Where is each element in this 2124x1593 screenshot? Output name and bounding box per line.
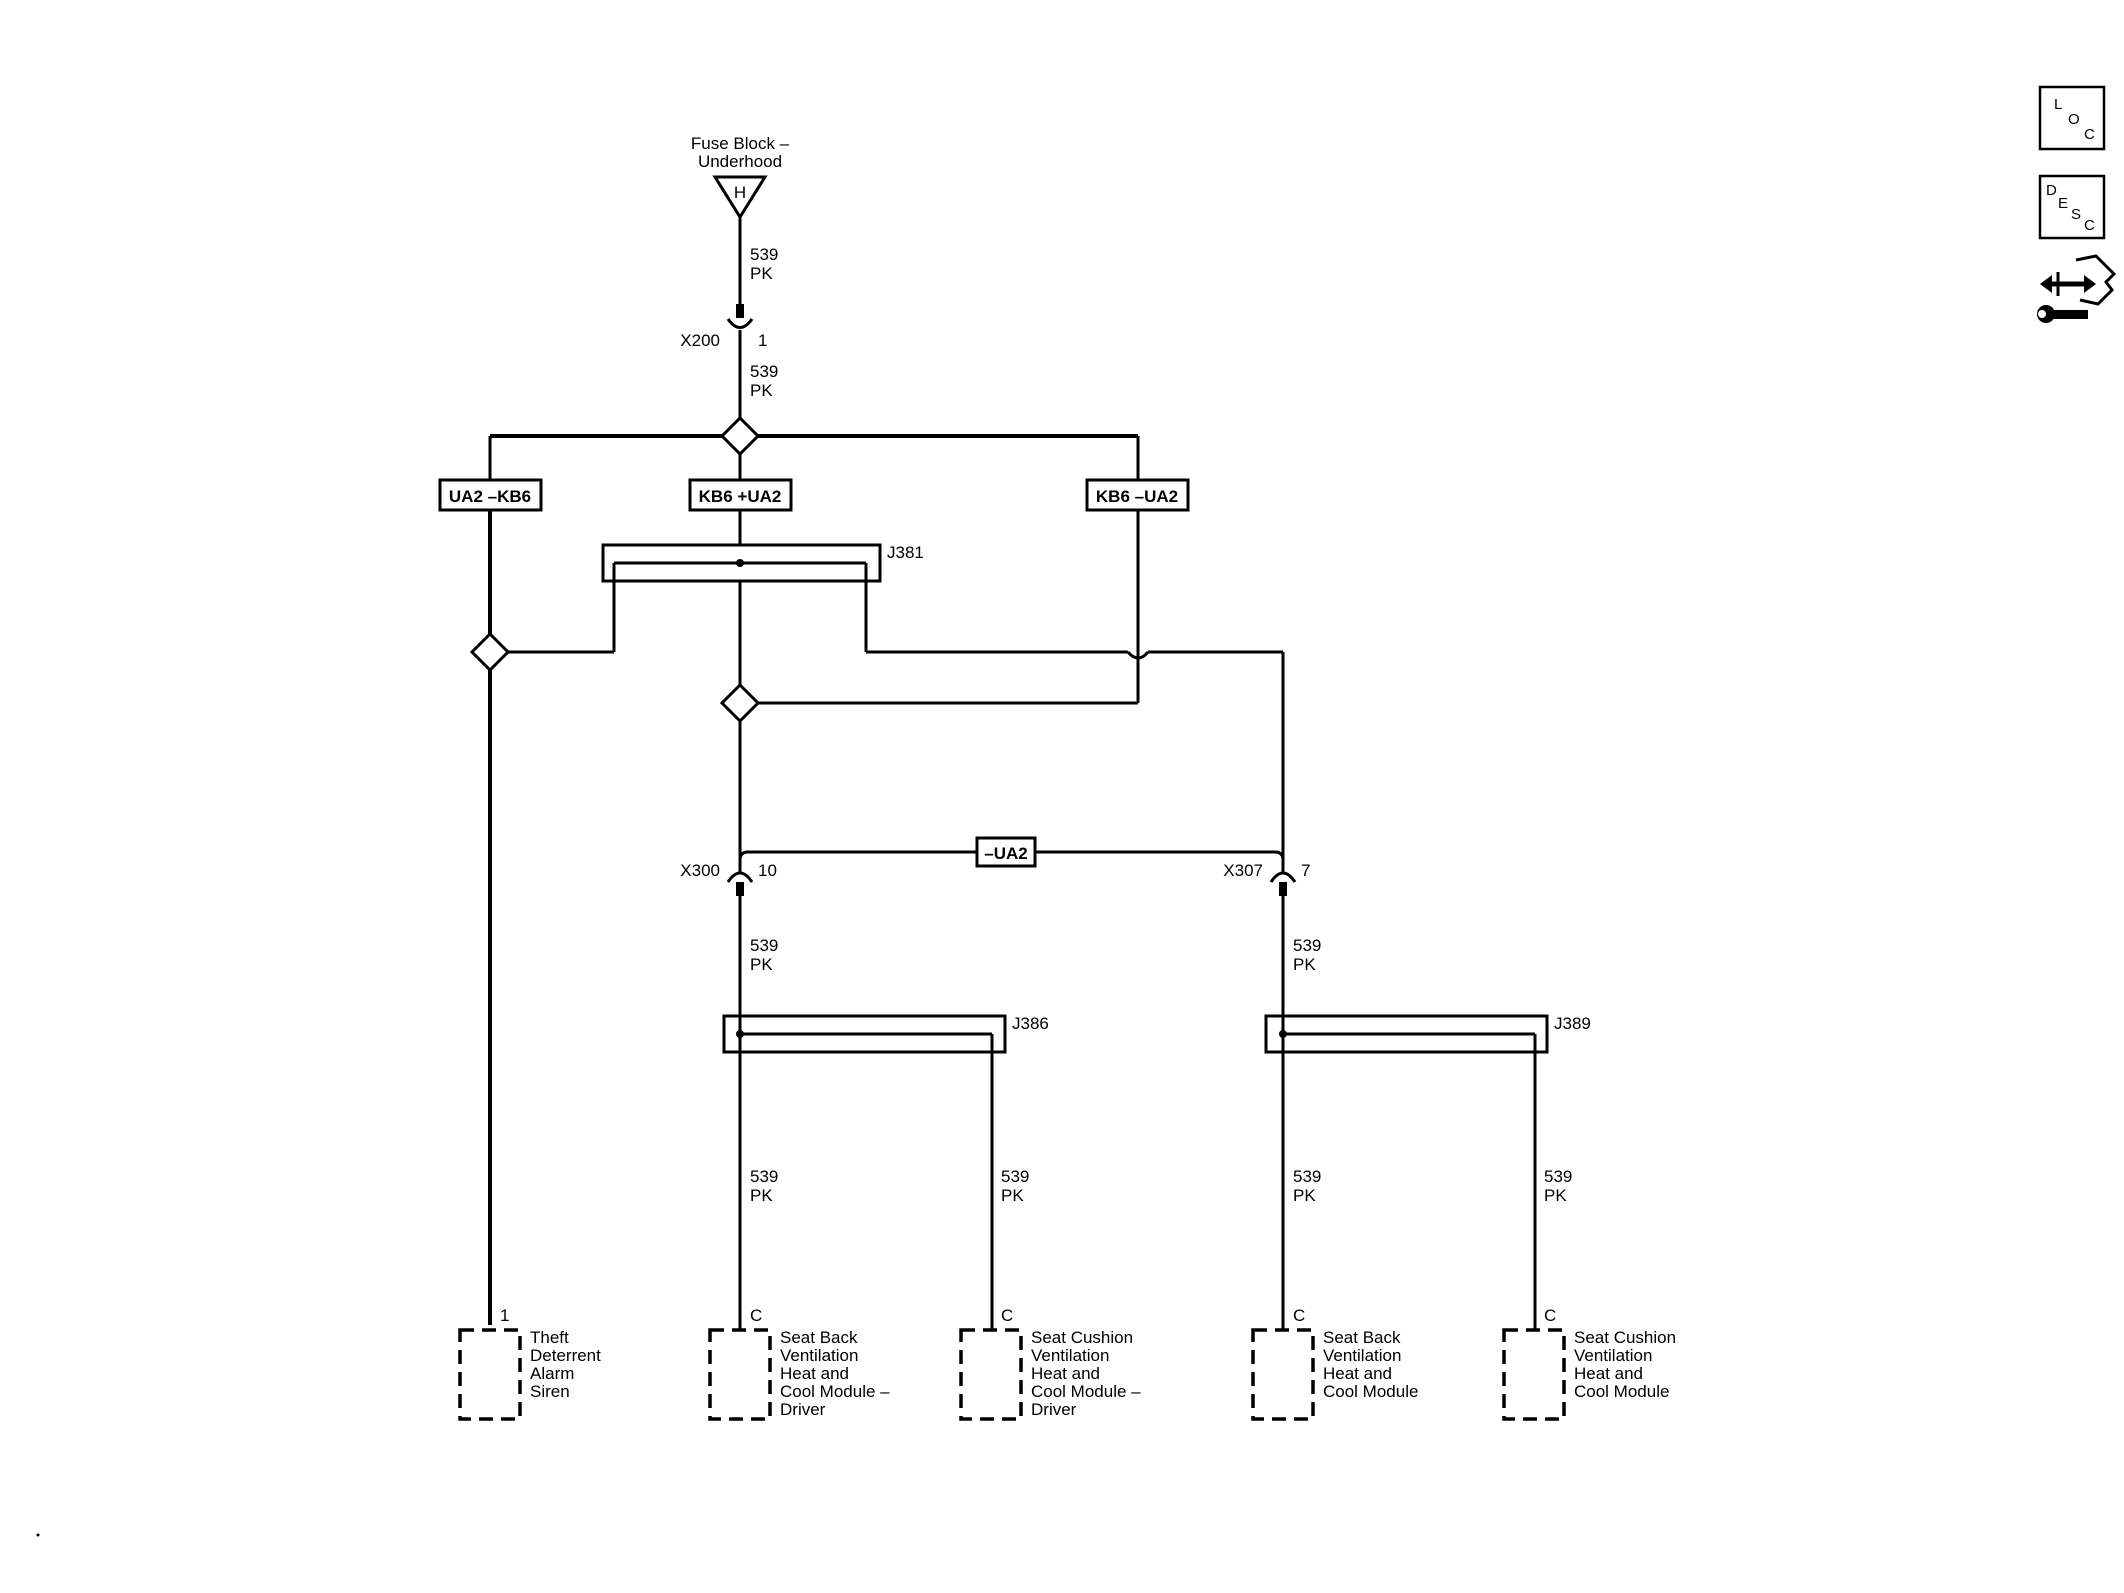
wire-circuit-label: 539 [750, 1167, 778, 1186]
component-pin: C [1293, 1306, 1305, 1325]
connector-x307-name: X307 [1223, 861, 1263, 880]
splice-j386-label: J386 [1012, 1014, 1049, 1033]
component-label-line: Ventilation [1031, 1346, 1109, 1365]
wire-circuit-label: 539 [1001, 1167, 1029, 1186]
component-seat-cushion-module: C Seat Cushion Ventilation Heat and Cool… [1502, 1306, 1676, 1421]
desc-icon-letter: C [2084, 217, 2095, 234]
component-label-line: Seat Cushion [1031, 1328, 1133, 1347]
component-pin: C [1001, 1306, 1013, 1325]
component-label-line: Cool Module [1323, 1382, 1418, 1401]
connector-x307 [1269, 871, 1297, 1033]
wire-circuit-label: 539 [1293, 1167, 1321, 1186]
component-seat-back-module-driver: C Seat Back Ventilation Heat and Cool Mo… [708, 1306, 890, 1421]
wire-circuit-label: 539 [750, 245, 778, 264]
component-label-line: Seat Back [1323, 1328, 1401, 1347]
component-pin: C [750, 1306, 762, 1325]
desc-icon-letter: D [2046, 182, 2057, 199]
option-box-right [1085, 478, 1190, 512]
loc-icon-letter: C [2084, 126, 2095, 143]
fuse-block-symbol [712, 175, 768, 220]
component-label-line: Theft [530, 1328, 569, 1347]
loc-icon-letter: L [2054, 96, 2062, 113]
desc-icon-letter: S [2071, 206, 2081, 223]
component-seat-cushion-module-driver: C Seat Cushion Ventilation Heat and Cool… [959, 1306, 1141, 1421]
loc-icon-letter: O [2068, 111, 2080, 128]
splice-j381-label: J381 [887, 543, 924, 562]
wire-color-label: PK [750, 1186, 773, 1205]
component-label-line: Driver [780, 1400, 826, 1419]
component-label-line: Seat Back [780, 1328, 858, 1347]
component-label-line: Alarm [530, 1364, 574, 1383]
wire-circuit-label: 539 [750, 362, 778, 381]
component-label-line: Cool Module – [780, 1382, 890, 1401]
component-label-line: Cool Module – [1031, 1382, 1141, 1401]
desc-icon-letter: E [2058, 195, 2068, 212]
fuse-block-label-line2: Underhood [698, 152, 782, 171]
connector-x307-pin: 7 [1301, 861, 1310, 880]
component-pin: 1 [500, 1306, 509, 1325]
desc-icon[interactable]: D E S C [2038, 174, 2106, 240]
component-label-line: Heat and [780, 1364, 849, 1383]
connector-x200-pin: 1 [758, 331, 767, 350]
wire-color-label: PK [1544, 1186, 1567, 1205]
wire-color-label: PK [1001, 1186, 1024, 1205]
component-label-line: Siren [530, 1382, 570, 1401]
wire-color-label: PK [1293, 955, 1316, 974]
loc-icon[interactable]: L O C [2038, 85, 2106, 151]
component-label-line: Driver [1031, 1400, 1077, 1419]
connector-x300-pin: 10 [758, 861, 777, 880]
component-label-line: Heat and [1574, 1364, 1643, 1383]
splice-diamond-top [719, 415, 761, 457]
connector-x200-name: X200 [680, 331, 720, 350]
connector-repair-icon[interactable] [2037, 254, 2117, 323]
wire-circuit-label: 539 [1293, 936, 1321, 955]
splice-pack-j386 [722, 1014, 1007, 1330]
wire-color-label: PK [750, 381, 773, 400]
wire-color-label: PK [750, 955, 773, 974]
option-box-left [438, 478, 543, 512]
component-label-line: Ventilation [1574, 1346, 1652, 1365]
component-label-line: Seat Cushion [1574, 1328, 1676, 1347]
splice-diamond-center [719, 682, 761, 724]
component-label-line: Deterrent [530, 1346, 601, 1365]
component-label-line: Heat and [1031, 1364, 1100, 1383]
component-label-line: Ventilation [780, 1346, 858, 1365]
connector-x300-name: X300 [680, 861, 720, 880]
wire-color-label: PK [1293, 1186, 1316, 1205]
splice-diamond-left [469, 631, 511, 673]
wire-color-label: PK [750, 264, 773, 283]
splice-pack-j389 [1264, 1014, 1549, 1330]
connector-x200 [726, 304, 754, 430]
page-dot [36, 1533, 40, 1537]
option-label-left: UA2 –KB6 [449, 487, 531, 506]
component-label-line: Heat and [1323, 1364, 1392, 1383]
option-label-lower: –UA2 [984, 844, 1027, 863]
component-pin: C [1544, 1306, 1556, 1325]
wire-circuit-label: 539 [1544, 1167, 1572, 1186]
connector-x300 [726, 871, 754, 1033]
option-box-lower [975, 836, 1037, 868]
splice-j389-label: J389 [1554, 1014, 1591, 1033]
component-theft-deterrent-alarm-siren: 1 Theft Deterrent Alarm Siren [458, 1306, 601, 1421]
component-label-line: Ventilation [1323, 1346, 1401, 1365]
component-seat-back-module: C Seat Back Ventilation Heat and Cool Mo… [1251, 1306, 1418, 1421]
fuse-block-letter: H [734, 183, 746, 202]
option-label-center: KB6 +UA2 [699, 487, 782, 506]
component-label-line: Cool Module [1574, 1382, 1669, 1401]
option-label-right: KB6 –UA2 [1096, 487, 1178, 506]
wire-circuit-label: 539 [750, 936, 778, 955]
fuse-block-label-line1: Fuse Block – [691, 134, 790, 153]
